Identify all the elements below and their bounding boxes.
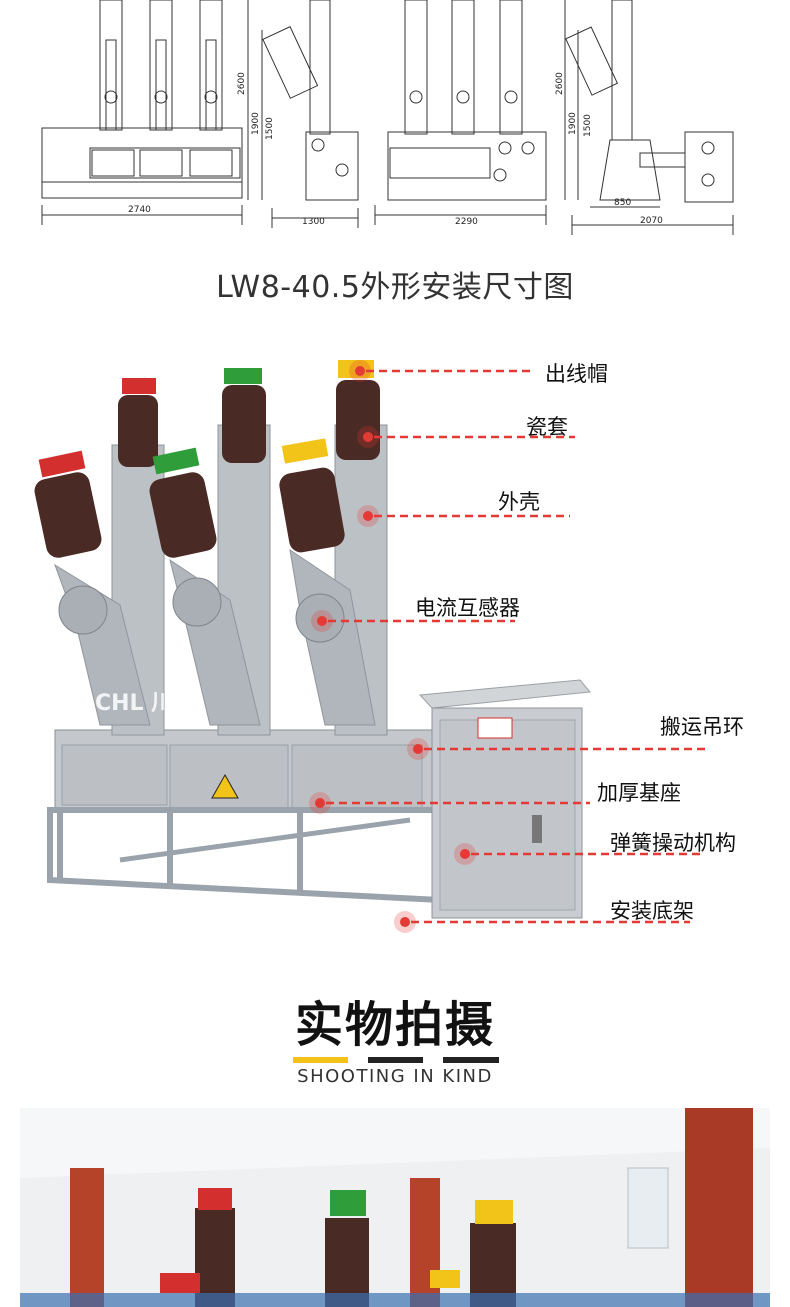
porcelain-insulators: [34, 380, 380, 558]
brand-watermark: CHL 川龙: [95, 691, 195, 716]
callout-dot-thick-base: [315, 798, 325, 808]
view1-height-base-label: 1900: [251, 112, 261, 135]
product-illustration: CHL 川龙: [34, 360, 705, 933]
divider-bar-yellow: [293, 1057, 348, 1063]
dimension-drawing: 2740 2600 1900 1300 1500 2290 2600 1900 …: [0, 0, 790, 245]
pole-bodies: [54, 424, 388, 736]
photo-illustration: [20, 1108, 770, 1307]
view3-height-total-label: 2600: [555, 72, 565, 95]
callout-dot-lifting-ring: [413, 744, 423, 754]
callout-dot-porcelain-sleeve: [363, 432, 373, 442]
mounting-frame: [47, 729, 443, 904]
callout-label-outlet-cap: 出线帽: [545, 362, 608, 386]
dimension-drawing-svg: 2740 2600 1900 1300 1500 2290 2600 1900 …: [41, 0, 734, 235]
view4-inner-width-label: 850: [614, 198, 631, 208]
view2-width-label: 1300: [302, 217, 325, 227]
callout-dot-outlet-cap: [355, 366, 365, 376]
product-photo: [20, 1108, 770, 1307]
callout-dot-spring-mechanism: [460, 849, 470, 859]
callout-label-porcelain-sleeve: 瓷套: [526, 415, 568, 439]
view2-height-base-label: 1500: [265, 117, 275, 140]
view3-height-base-label: 1900: [568, 112, 578, 135]
divider-bar-black-2: [443, 1057, 499, 1063]
callout-label-mounting-frame: 安装底架: [610, 899, 694, 923]
view4-height-base-label: 1500: [583, 114, 593, 137]
callout-label-thick-base: 加厚基座: [597, 781, 681, 805]
callout-dot-housing: [363, 511, 373, 521]
view1-width-label: 2740: [128, 205, 151, 215]
pillar-left: [70, 1168, 104, 1307]
product-diagram: CHL 川龙 出线帽 瓷套 外壳 电流互感器 搬运吊环 加厚基座 弹簧操动机构 …: [0, 340, 790, 950]
pillar-right: [685, 1108, 753, 1307]
operating-cabinet: [418, 679, 591, 919]
divider-bar-black-1: [368, 1057, 423, 1063]
shooting-divider-bars: [293, 1057, 499, 1063]
callout-label-spring-mechanism: 弹簧操动机构: [610, 831, 736, 855]
shooting-subtitle: SHOOTING IN KIND: [297, 1066, 493, 1087]
view3-width-label: 2290: [455, 217, 478, 227]
drawing-caption: LW8-40.5外形安装尺寸图: [216, 270, 574, 305]
callout-label-current-transformer: 电流互感器: [415, 596, 520, 620]
view1-height-total-label: 2600: [237, 72, 247, 95]
terminal-caps: [38, 360, 374, 478]
callout-markers: [309, 360, 705, 933]
view4-total-width-label: 2070: [640, 216, 663, 226]
callout-label-lifting-ring: 搬运吊环: [660, 715, 744, 739]
callout-dot-current-transformer: [317, 616, 327, 626]
callout-label-housing: 外壳: [498, 490, 540, 514]
callout-dot-mounting-frame: [400, 917, 410, 927]
shooting-title: 实物拍摄: [294, 997, 495, 1053]
